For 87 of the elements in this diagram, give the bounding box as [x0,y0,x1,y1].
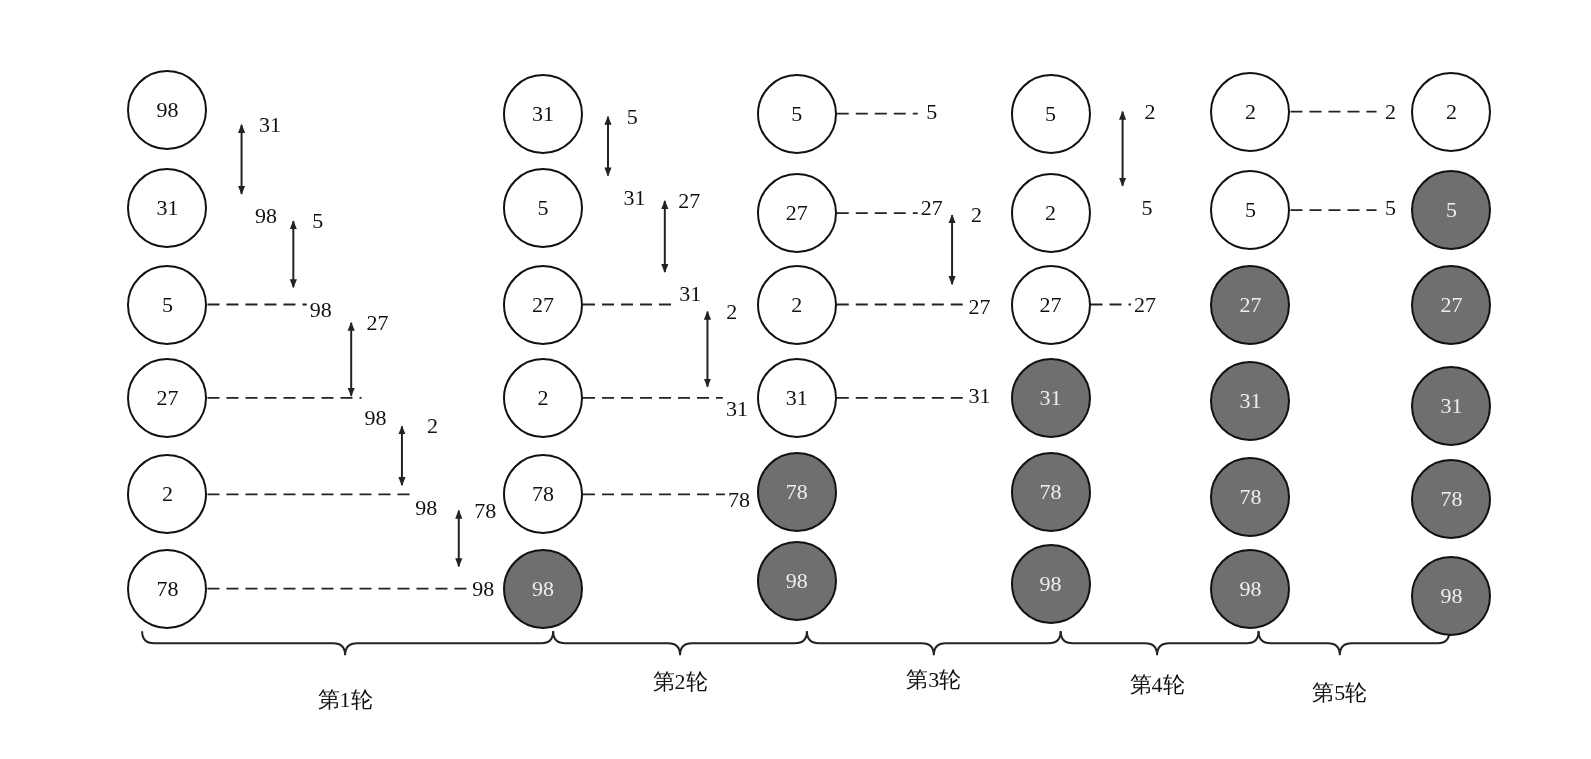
value-text: 31 [725,397,748,422]
number-circle: 31 [127,168,208,249]
number-circle: 2 [1010,173,1091,254]
value-text: 78 [474,498,497,523]
sorted-circle: 78 [1010,452,1091,533]
value-text: 27 [366,310,389,335]
value-text: 78 [727,488,750,513]
double-arrow [455,509,463,568]
value-text: 5 [926,99,938,124]
sorted-circle: 31 [1010,357,1091,438]
number-circle: 27 [503,264,583,345]
sorted-circle: 98 [1210,548,1291,629]
number-circle: 5 [756,73,837,154]
dashed-line [1289,209,1378,211]
value-text: 31 [623,185,646,210]
dashed-line [1089,303,1132,306]
sorted-circle: 78 [756,452,837,533]
value-text: 5 [312,209,324,234]
number-circle: 2 [1411,71,1492,152]
value-text: 5 [1385,196,1397,221]
number-circle: 31 [756,357,837,438]
number-circle: 5 [1010,73,1091,154]
double-arrow [703,310,712,388]
sorted-circle: 27 [1411,264,1492,345]
sorted-circle: 98 [756,540,837,621]
double-arrow [289,220,297,289]
number-circle: 98 [127,69,208,150]
double-arrow [1119,110,1127,187]
dashed-line [206,397,363,399]
number-circle: 5 [127,264,208,345]
value-text: 98 [309,297,332,322]
number-circle: 2 [1210,71,1291,152]
value-text: 2 [1385,99,1397,124]
value-text: 31 [259,112,281,137]
double-arrow [398,425,406,487]
round-label: 第1轮 [317,686,373,715]
dashed-line [1289,110,1378,113]
value-text: 27 [1133,292,1156,317]
dashed-line [206,303,308,306]
sorted-circle: 78 [1210,457,1291,538]
round-label: 第2轮 [652,668,708,697]
value-text: 5 [1141,196,1153,221]
value-text: 2 [726,299,738,324]
number-circle: 2 [503,357,583,438]
sorted-circle: 31 [1210,360,1291,441]
number-circle: 78 [127,548,208,629]
number-circle: 5 [503,168,583,249]
dashed-line [835,212,919,215]
value-text: 2 [970,203,982,228]
dashed-line [582,397,724,399]
number-circle: 78 [503,454,583,535]
sorted-circle: 78 [1411,459,1492,540]
value-text: 31 [968,383,991,408]
dashed-line [835,112,919,115]
value-text: 2 [426,414,438,439]
double-arrow [237,123,246,195]
number-circle: 27 [127,357,208,438]
value-text: 98 [364,406,387,431]
value-text: 27 [920,196,943,221]
sorted-circle: 98 [1010,543,1091,624]
value-text: 98 [472,576,495,601]
value-text: 5 [626,104,638,129]
round-label: 第3轮 [906,666,962,695]
number-circle: 5 [1210,170,1291,251]
number-circle: 31 [503,73,583,154]
number-circle: 27 [756,173,837,254]
sorted-circle: 27 [1210,264,1291,345]
double-arrow [948,214,956,286]
sorted-circle: 98 [1411,555,1492,636]
dashed-line [582,493,726,496]
double-arrow [604,115,612,177]
round-label: 第5轮 [1312,679,1368,708]
number-circle: 27 [1010,264,1091,345]
round-label: 第4轮 [1129,671,1185,700]
number-circle: 2 [756,264,837,345]
value-text: 27 [968,294,991,319]
value-text: 27 [678,188,701,213]
value-text: 2 [1144,99,1156,124]
value-text: 31 [679,282,702,307]
sorted-circle: 31 [1411,366,1492,446]
value-text: 98 [254,204,277,229]
sorted-circle: 5 [1411,170,1492,251]
number-circle: 2 [127,454,208,535]
double-arrow [661,199,669,273]
value-text: 98 [415,495,438,520]
double-arrow [347,321,355,397]
sorted-circle: 98 [503,548,583,629]
